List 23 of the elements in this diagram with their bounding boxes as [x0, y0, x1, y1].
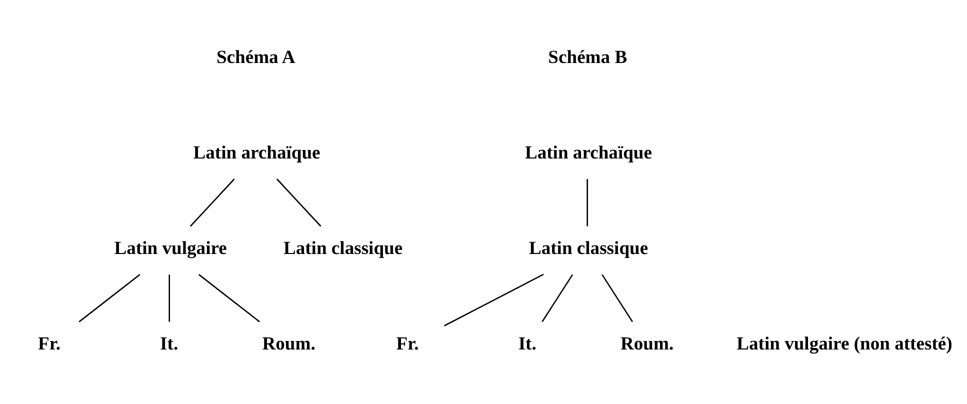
node-text: Latin archaïque: [524, 142, 652, 163]
connector: [602, 274, 633, 322]
connector: [198, 274, 260, 322]
label: Schéma A: [216, 46, 296, 68]
label: Schéma B: [548, 46, 628, 68]
connector: [78, 274, 140, 322]
connector: [190, 178, 235, 226]
label: Latin vulgaire (non attesté): [736, 332, 952, 354]
node-text: Latin archaïque: [193, 142, 320, 163]
node-text: Roum.: [262, 332, 316, 354]
connector: [276, 178, 322, 226]
connector: [444, 273, 544, 326]
node-text: Fr.: [396, 332, 419, 354]
node-text: It.: [160, 332, 178, 354]
node-text: Latin classique: [528, 237, 648, 258]
node-text: Latin vulgaire: [114, 237, 227, 258]
node-text: Roum.: [620, 332, 674, 354]
node-text: It.: [518, 332, 536, 354]
node-text: Fr.: [38, 332, 60, 354]
connector: [542, 274, 574, 322]
connector: [586, 178, 588, 226]
node-text: Latin classique: [283, 237, 403, 258]
connector: [168, 274, 170, 322]
